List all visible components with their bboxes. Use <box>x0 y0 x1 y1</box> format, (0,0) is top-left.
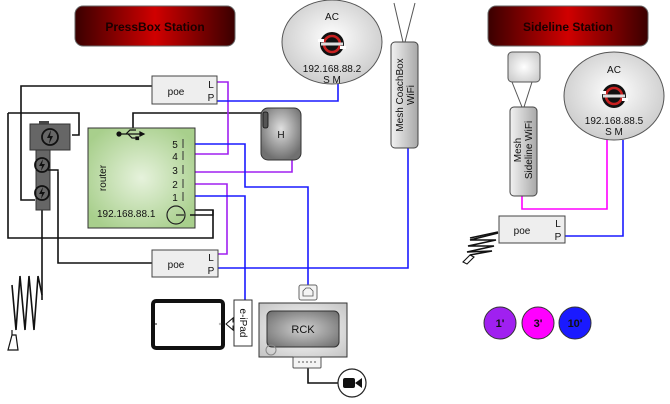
poe-label: poe <box>168 87 185 98</box>
router-port-3[interactable]: 3 <box>172 166 178 177</box>
poe-port-l: L <box>208 253 214 264</box>
router-power-jack-icon <box>166 205 186 225</box>
legend-item-1ft: 1' <box>483 306 517 340</box>
sideline-mesh-line1: Mesh <box>513 138 524 162</box>
wire-router-power <box>190 210 214 216</box>
poe-label: poe <box>168 260 185 271</box>
ac-label: AC <box>607 65 621 76</box>
ac-logo-icon <box>318 32 346 56</box>
wire-sideline-pigtail <box>469 231 499 239</box>
hub[interactable]: H <box>260 107 302 161</box>
sideline-antenna-box[interactable] <box>507 51 541 83</box>
pressbox-mesh-wifi[interactable]: Mesh CoachBox WiFi <box>390 41 419 149</box>
wire-sideline-mesh-ac <box>521 140 608 210</box>
router-port-2[interactable]: 2 <box>172 180 178 191</box>
ipad-label: e-iPad <box>237 309 248 338</box>
poe-port-p: P <box>208 266 215 277</box>
wire-camera <box>307 368 338 384</box>
legend-item-3ft: 3' <box>521 306 555 340</box>
wire-poe-bottom-power <box>57 172 152 264</box>
wire-poe-top-P-ac <box>217 84 339 102</box>
e-ipad-label-box: e-iPad <box>233 299 253 347</box>
pressbox-title-text: PressBox Station <box>105 20 204 34</box>
hub-usb-port-icon <box>262 111 269 129</box>
legend-label: 1' <box>496 318 505 330</box>
sideline-poe[interactable]: poe L P <box>498 215 566 244</box>
wire-router-2-poe-bottom-L <box>183 183 228 255</box>
sideline-coil-cable-icon <box>462 232 499 265</box>
poe-bottom[interactable]: poe L P <box>151 249 219 278</box>
poe-port-l: L <box>555 219 561 230</box>
wire-hub-router-3 <box>183 160 293 173</box>
poe-top[interactable]: poe L P <box>151 75 218 105</box>
poe-port-l: L <box>208 80 214 91</box>
wires <box>7 2 624 384</box>
sideline-title: Sideline Station <box>487 5 649 47</box>
router-ports: 5 4 3 2 1 <box>172 139 184 204</box>
sideline-title-text: Sideline Station <box>523 20 613 34</box>
ac-ip: 192.168.88.2 <box>303 64 362 75</box>
pressbox-ac[interactable]: AC 192.168.88.2 S M <box>281 0 383 86</box>
usb-icon <box>116 129 146 141</box>
ipad[interactable] <box>151 299 237 350</box>
coil-cable-icon <box>7 275 43 351</box>
rck-unit[interactable]: RCK <box>258 284 348 369</box>
ac-logo-icon <box>600 84 628 108</box>
router-port-1[interactable]: 1 <box>172 193 178 204</box>
router-label: router <box>98 164 109 191</box>
rck-power-icon <box>265 344 277 356</box>
mesh-line2: WiFi <box>406 85 417 105</box>
camera-icon <box>337 368 367 398</box>
wire-strip-loop <box>7 113 214 239</box>
mesh-line1: Mesh CoachBox <box>395 58 406 131</box>
poe-port-p: P <box>555 232 562 243</box>
cable-length-legend: 1' 3' 10' <box>483 306 592 340</box>
wire-router-1-ipad <box>183 195 246 300</box>
router-ip: 192.168.88.1 <box>97 209 156 220</box>
hub-label: H <box>277 130 284 141</box>
sideline-mesh-wifi[interactable]: Mesh Sideline WiFi <box>509 106 538 197</box>
pressbox-title: PressBox Station <box>74 5 236 47</box>
ac-ports: S M <box>323 75 341 86</box>
wire-sideline-poe-P-ac <box>565 140 624 237</box>
power-outlet-icon <box>34 185 50 201</box>
sideline-mesh-line2: Sideline WiFi <box>524 121 535 179</box>
legend-label: 3' <box>534 318 543 330</box>
power-wires <box>7 85 499 384</box>
wire-poe-top-power <box>20 85 152 201</box>
poe-label: poe <box>514 226 531 237</box>
ac-label: AC <box>325 12 339 23</box>
poe-port-p: P <box>208 93 215 104</box>
power-strip[interactable] <box>29 121 71 211</box>
router-port-5[interactable]: 5 <box>172 140 178 151</box>
power-outlet-icon <box>34 157 50 173</box>
rck-label: RCK <box>291 324 315 336</box>
wire-usb-to-hub <box>132 112 262 130</box>
ac-ports: S M <box>605 127 623 138</box>
wire-poe-top-L-router-4 <box>183 81 229 155</box>
router-port-4[interactable]: 4 <box>172 152 178 163</box>
ethernet-port-icon <box>298 284 318 301</box>
ac-ip: 192.168.88.5 <box>585 116 644 127</box>
sideline-ac[interactable]: AC 192.168.88.5 S M <box>563 51 665 141</box>
legend-item-10ft: 10' <box>558 306 592 340</box>
wire-outlet2 <box>48 169 59 172</box>
router[interactable]: router 5 4 3 2 1 192.168.88.1 <box>87 127 196 229</box>
wire-router-5-rck <box>183 143 309 290</box>
wire-poe-bottom-P-mesh <box>218 148 409 269</box>
legend-label: 10' <box>568 318 583 330</box>
power-outlet-icon <box>41 128 59 146</box>
